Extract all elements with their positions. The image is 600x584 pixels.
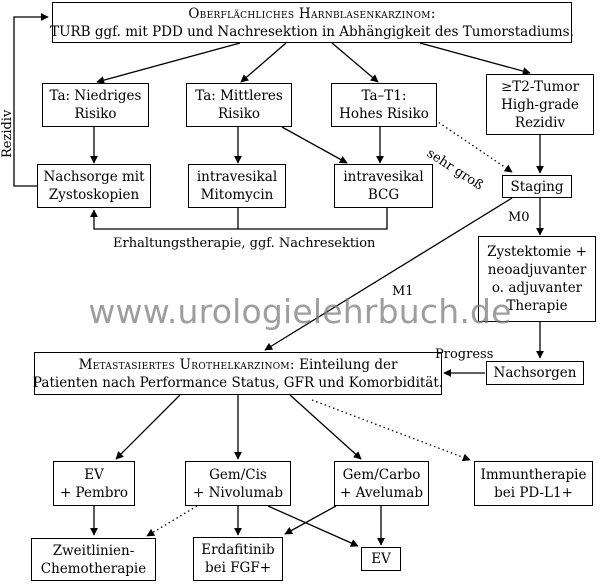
node-ta-medium-risk: Ta: Mittleres Risiko [186, 83, 292, 127]
arrow-gem-carbo-to-erdafitinib [284, 505, 337, 535]
dotted-gem-cis-to-zweitlinien [146, 505, 198, 537]
label-progress: Progress [435, 347, 494, 362]
node-metastatic-text: Patienten nach Performance Status, GFR u… [32, 374, 444, 391]
node-metastatic-title: Metastasiertes Urothelkarzinom: [78, 356, 295, 373]
maintenance-bracket [90, 208, 388, 230]
arrow-ta-mid-to-bcg [281, 126, 348, 164]
node-mitomycin: intravesikal Mitomycin [188, 164, 286, 208]
arrow-metastatic-to-ev-pembro [115, 394, 181, 460]
arrow-top-to-ta-high [331, 42, 379, 83]
arrow-staging-to-metastatic [264, 197, 513, 351]
dotted-metastatic-to-immuntherapie [311, 399, 471, 462]
node-superficial-title: Oberflächliches Harnblasenkarzinom: [188, 5, 436, 22]
node-superficial-text: TURB ggf. mit PDD und Nachresektion in A… [50, 23, 574, 40]
node-zystektomie: Zystektomie + neoadjuvanter o. adjuvante… [478, 236, 596, 322]
node-ta-low-risk: Ta: Niedriges Risiko [42, 83, 149, 127]
dotted-ta-high-to-staging [434, 119, 513, 173]
node-ta-t1-high-risk: Ta–T1: Hohes Risiko [331, 83, 437, 127]
arrow-metastatic-to-gem-carbo [289, 394, 362, 460]
arrow-top-to-ta-low [96, 42, 241, 84]
arrow-top-to-ta-mid [240, 42, 287, 83]
node-superficial-bladder-carcinoma: Oberflächliches Harnblasenkarzinom: TURB… [50, 2, 574, 43]
node-nachsorge-zystoskopien: Nachsorge mit Zystoskopien [37, 164, 151, 208]
label-m1: M1 [392, 284, 414, 299]
node-bcg: intravesikal BCG [334, 164, 433, 208]
node-ev: EV [361, 547, 401, 571]
node-staging: Staging [502, 175, 572, 198]
label-m0: M0 [508, 210, 530, 225]
node-metastatic-urothelial-carcinoma: Metastasiertes Urothelkarzinom: Einteilu… [32, 352, 444, 395]
node-erdafitinib: Erdafitinib bei FGF+ [193, 537, 283, 581]
label-rezidiv: Rezidiv [0, 109, 15, 158]
node-immuntherapie: Immuntherapie bei PD-L1+ [474, 461, 593, 506]
node-gem-cis-nivolumab: Gem/Cis + Nivolumab [185, 461, 291, 506]
rezidiv-loop [13, 13, 49, 187]
label-erhaltungstherapie: Erhaltungstherapie, ggf. Nachresektion [113, 236, 376, 251]
node-t2-tumor: ≥T2-Tumor High-grade Rezidiv [486, 74, 594, 135]
node-zweitlinien-chemotherapie: Zweitlinien- Chemotherapie [31, 538, 156, 581]
arrow-gem-cis-to-ev [267, 505, 359, 547]
node-gem-carbo-avelumab: Gem/Carbo + Avelumab [334, 461, 429, 506]
node-nachsorgen: Nachsorgen [486, 361, 584, 385]
node-ev-pembro: EV + Pembro [53, 461, 135, 506]
arrow-top-to-t2 [419, 42, 531, 75]
